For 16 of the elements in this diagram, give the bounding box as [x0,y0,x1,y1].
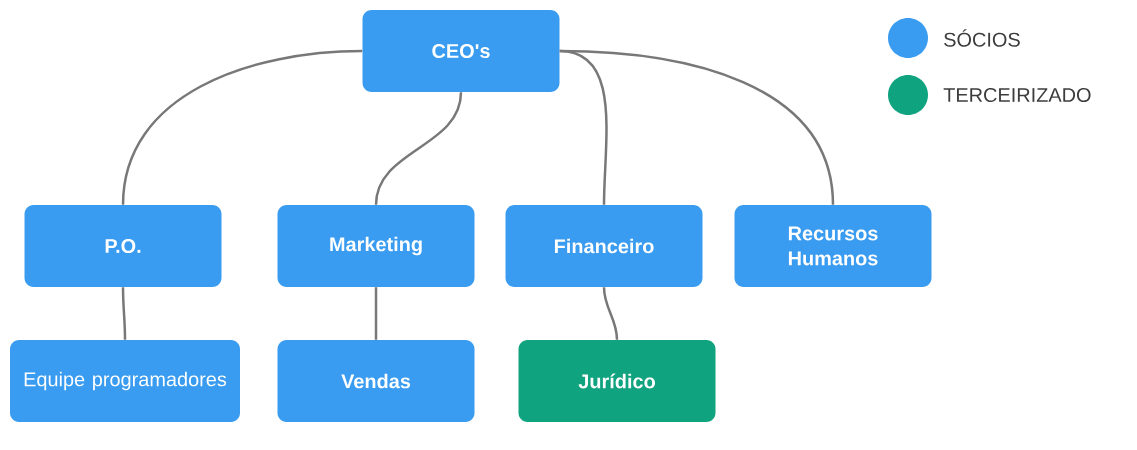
org-box: P.O. [24,205,222,287]
org-box: CEO's [362,10,560,92]
org-box: Jurídico [518,340,716,422]
connector-line [121,287,127,340]
org-box: Financeiro [505,205,703,287]
connector-line [374,287,378,340]
org-box: Recursos Humanos [734,205,932,287]
connector-line [559,49,835,205]
connector-line [121,49,363,205]
connector-line [602,287,619,340]
legend-label: SÓCIOS [944,29,1020,47]
legend-label: TERCEIRIZADO [943,87,1091,103]
org-box: Marketing [277,205,475,287]
org-box: Equipe programadores [10,340,240,422]
org-box: Vendas [277,340,475,422]
connector-line [374,92,463,205]
